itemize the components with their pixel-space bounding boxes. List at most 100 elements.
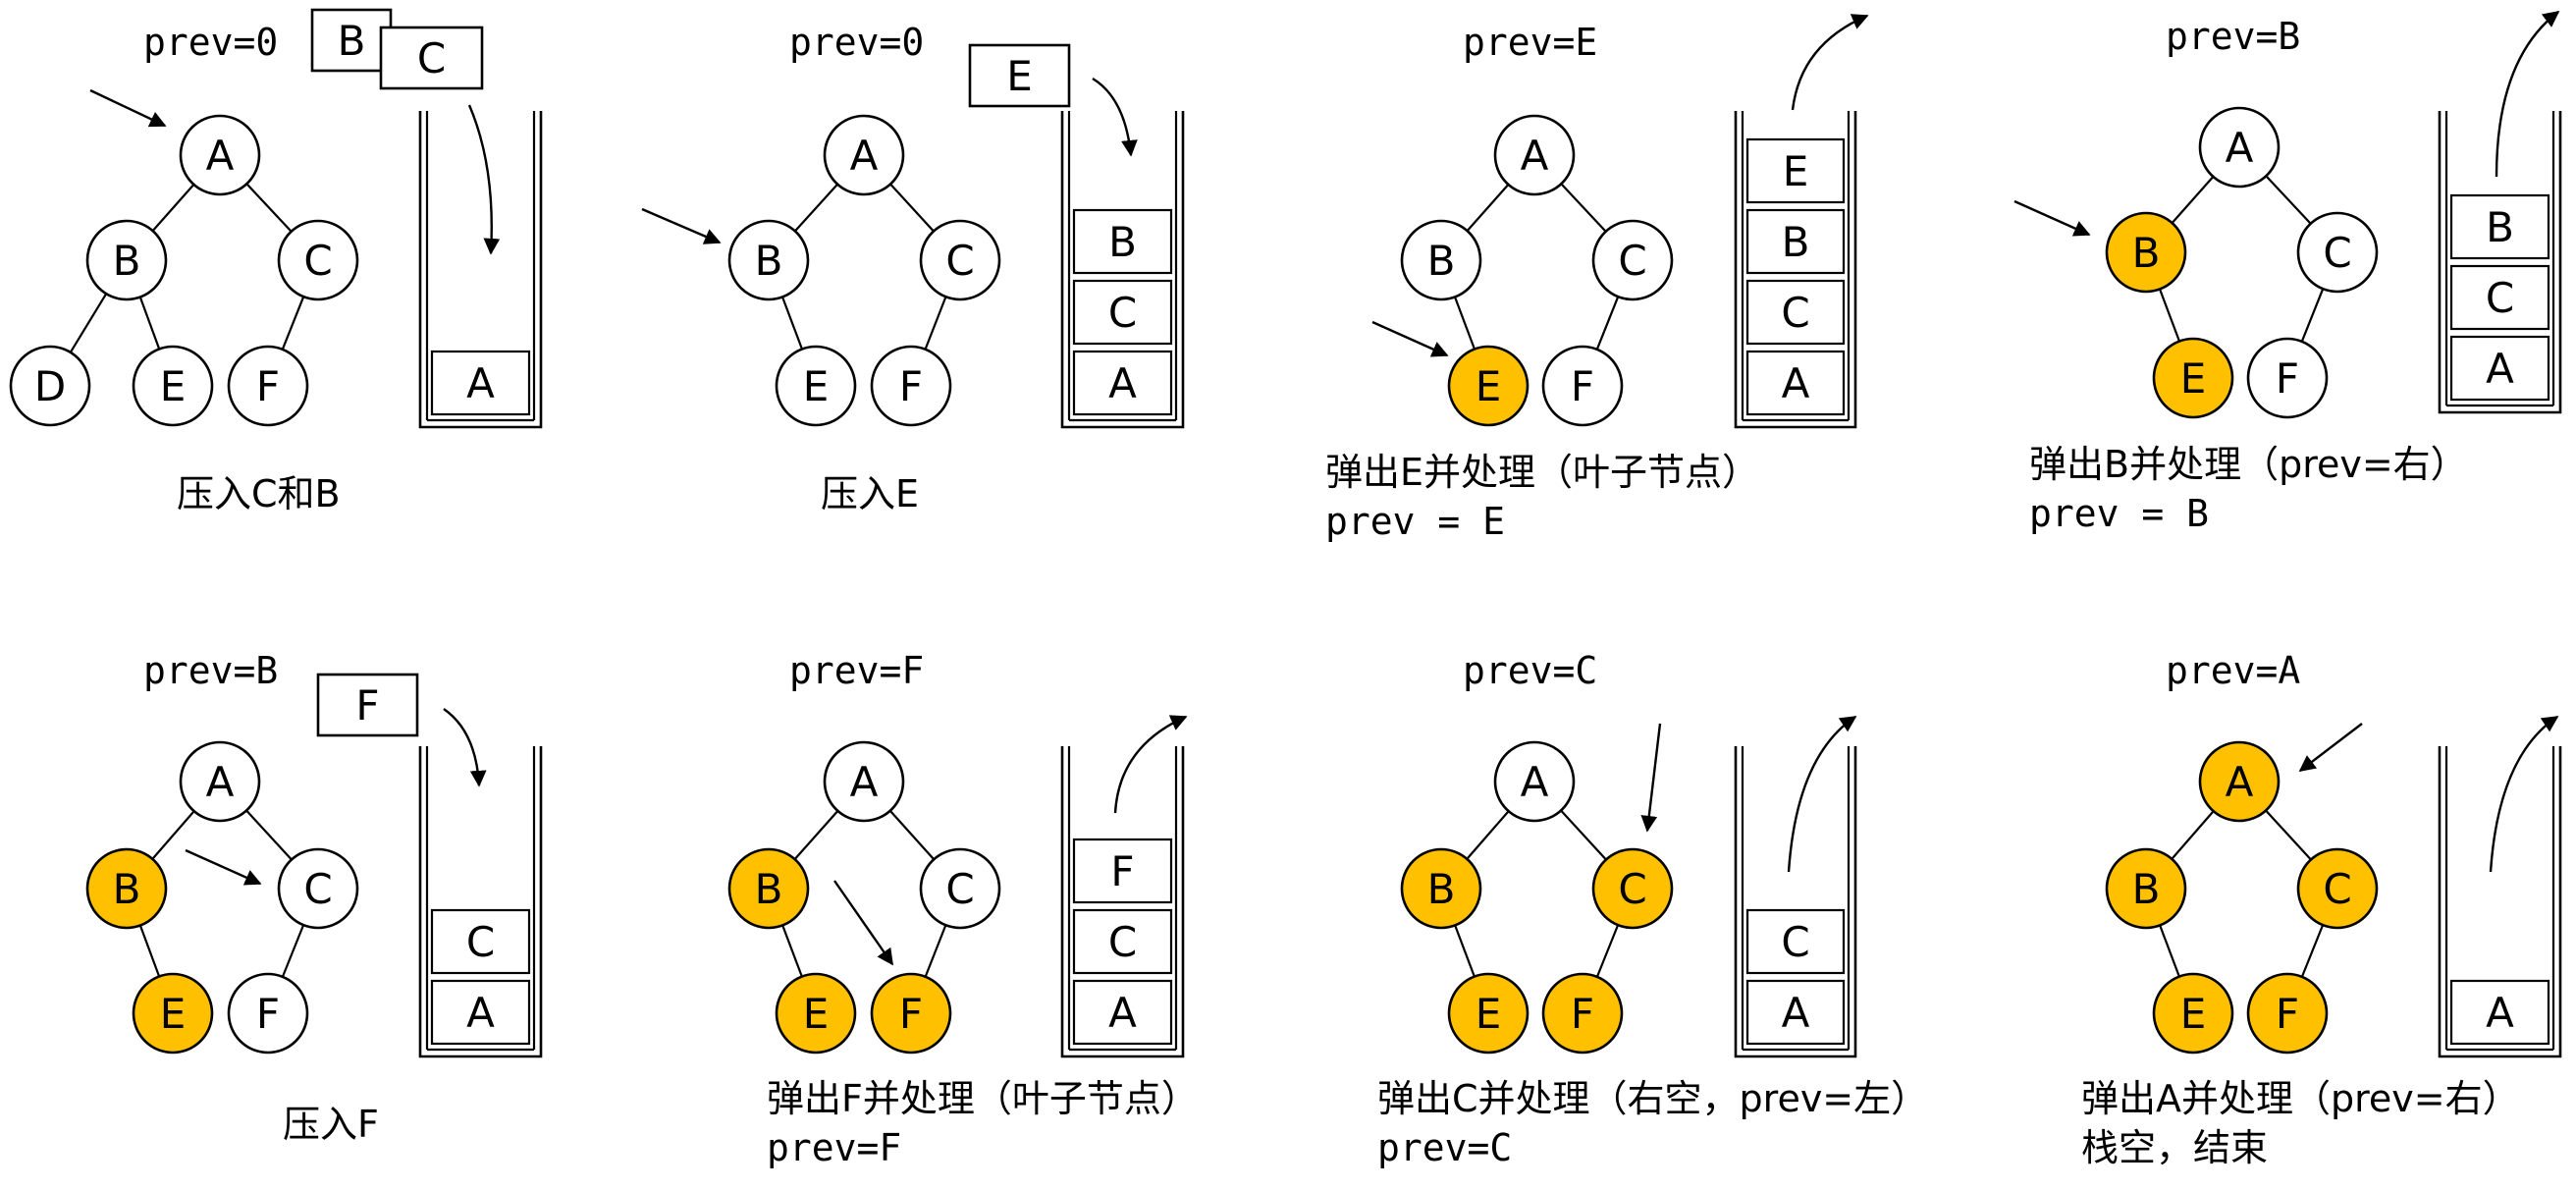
node-label: A	[206, 758, 235, 806]
tree-edge-a-c	[2265, 809, 2312, 861]
stack-item-box	[1745, 350, 1846, 416]
node-label: F	[2276, 990, 2299, 1038]
pointer-arrow	[641, 207, 722, 244]
stack-item-label: E	[1783, 147, 1809, 195]
stack-item: C	[1745, 279, 1846, 346]
step-caption-line: 弹出C并处理（右空，prev=左）	[1377, 1077, 1928, 1120]
incoming-item-label: E	[1006, 52, 1033, 100]
incoming-item-label: F	[355, 681, 379, 730]
node-circle	[2198, 106, 2281, 189]
node-label: E	[160, 362, 187, 410]
node-label: B	[2132, 229, 2161, 277]
incoming-item-box	[316, 673, 419, 737]
node-circle	[823, 114, 905, 196]
stack-container	[1734, 746, 1857, 1058]
stack-item-label: A	[466, 989, 495, 1037]
pointer-arrow	[2013, 199, 2091, 237]
incoming-item-label: C	[417, 34, 446, 82]
tree-node-c: C	[1591, 219, 1674, 301]
tree-node-b: B	[1400, 219, 1482, 301]
tree-edge-b-e	[781, 925, 803, 977]
stack-op-arrow	[1787, 716, 1857, 873]
stack-item: A	[2449, 335, 2550, 402]
tree-edge-b-e	[2159, 925, 2180, 977]
node-circle	[1591, 219, 1674, 301]
node-label: B	[755, 237, 783, 285]
node-circle	[1493, 740, 1576, 823]
node-circle	[1541, 972, 1624, 1055]
node-label: E	[1476, 990, 1502, 1038]
node-label: B	[113, 865, 141, 913]
node-label: F	[2276, 354, 2299, 403]
node-circle	[85, 847, 168, 930]
node-circle	[277, 847, 359, 930]
node-circle	[2105, 847, 2187, 930]
stack-item-box	[430, 908, 531, 975]
tree-edge-c-f	[281, 296, 305, 351]
node-label: F	[256, 990, 280, 1038]
tree-node-a: A	[1493, 114, 1576, 196]
pointer-arrow	[2298, 723, 2363, 773]
step-caption-line: 弹出A并处理（prev=右）	[2081, 1077, 2520, 1120]
tree-node-e: E	[132, 345, 214, 427]
prev-label: prev=B	[143, 649, 278, 692]
node-circle	[727, 847, 810, 930]
stack-item-box	[1745, 208, 1846, 275]
node-circle	[1541, 345, 1624, 427]
stack-item-label: C	[1781, 289, 1809, 337]
tree-node-e: E	[775, 972, 857, 1055]
pointer-arrow	[833, 880, 893, 966]
tree-edge-c-f	[281, 924, 305, 978]
tree-edge-a-c	[1560, 809, 1607, 861]
tree-node-f: F	[227, 972, 309, 1055]
tree-edge-b-e	[138, 925, 161, 977]
node-label: B	[113, 237, 141, 285]
node-label: E	[803, 990, 830, 1038]
node-circle	[2296, 211, 2379, 294]
stack-item-box	[2449, 335, 2550, 402]
stack-item-box	[1745, 279, 1846, 346]
node-label: C	[945, 237, 974, 285]
stack-item-box	[1745, 908, 1846, 975]
stack-item-box	[1072, 279, 1173, 346]
stack-container	[1734, 111, 1857, 429]
stack-item-label: C	[2486, 274, 2514, 322]
node-circle	[1447, 345, 1530, 427]
node-label: C	[2323, 865, 2351, 913]
stack-item: A	[1745, 350, 1846, 416]
stack-item-label: C	[466, 918, 495, 966]
node-label: A	[2226, 758, 2254, 806]
node-label: E	[803, 362, 830, 410]
node-label: F	[899, 990, 923, 1038]
stack-item-label: A	[1108, 989, 1137, 1037]
prev-label: prev=F	[789, 649, 924, 692]
stack-op-arrow	[443, 708, 487, 787]
stack-item: B	[1072, 208, 1173, 275]
tree-edge-b-e	[1454, 297, 1476, 350]
tree-node-a: A	[1493, 740, 1576, 823]
stack-item-box	[1072, 350, 1173, 416]
tree-node-f: F	[1541, 345, 1624, 427]
stack-item-label: F	[1110, 847, 1134, 895]
step-caption-line: 弹出B并处理（prev=右）	[2029, 443, 2468, 486]
stack-item-label: B	[2486, 203, 2514, 251]
node-label: E	[2180, 354, 2207, 403]
tree-edge-a-b	[2171, 810, 2215, 860]
stack-item-label: A	[1782, 989, 1810, 1037]
stack-item: A	[1072, 979, 1173, 1046]
tree-node-e: E	[2152, 972, 2234, 1055]
node-circle	[2246, 972, 2329, 1055]
tree-node-c: C	[919, 847, 1001, 930]
incoming-item: C	[379, 26, 484, 90]
node-circle	[919, 847, 1001, 930]
step-caption-line: prev=C	[1377, 1126, 1512, 1169]
stack-item-box	[1072, 908, 1173, 975]
stack-item-box	[1072, 208, 1173, 275]
stack-op-arrow	[1113, 715, 1188, 814]
node-circle	[775, 972, 857, 1055]
